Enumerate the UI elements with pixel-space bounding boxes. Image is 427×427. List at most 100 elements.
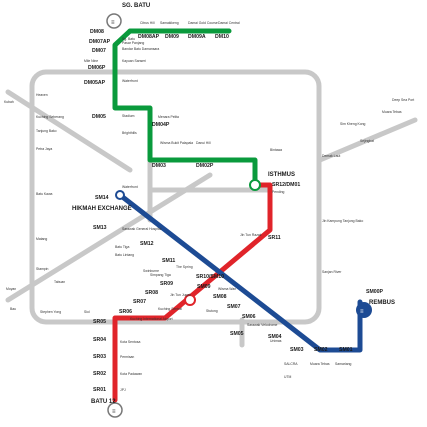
terminal-circle-north (106, 13, 122, 29)
station-permisan: Permisan (120, 355, 134, 359)
red-line (112, 182, 273, 403)
station-brighthills: Brighthills (122, 131, 137, 135)
grey-network (5, 69, 418, 348)
code-dm05ap: DM05AP (84, 80, 106, 86)
code-sr07: SR07 (133, 299, 146, 305)
station-waterfront-green: Waterfront (122, 79, 138, 83)
station-mile-nine: Mile Nine (84, 59, 98, 63)
station-kuching-seberang: Kuching Seberang (36, 115, 64, 119)
code-sm06: SM06 (242, 314, 256, 320)
station-sim-kheng-kong: Sim Kheng Kong (340, 122, 366, 126)
interchange-hikmah (115, 190, 125, 200)
spoke-sw (5, 172, 213, 303)
station-damai-central: Damai Central (218, 21, 240, 25)
code-sm02: SM02 (314, 347, 328, 353)
station-bau: Bau (10, 307, 16, 311)
station-sg-batu: Sg. Batu (122, 37, 135, 41)
station-samariang: Samariang (335, 362, 352, 366)
station-citrus-hill: Citrus Hill (140, 21, 155, 25)
station-muara-tebas: Muara Tebas (310, 362, 330, 366)
blue-code-labels: SM14 SM13 SM12 SM11 SM09 SM08 SM07 SM06 … (93, 195, 384, 353)
code-dm06p: DM06P (88, 65, 106, 71)
terminal-sg-batu: ≡ SG. BATU (106, 3, 150, 29)
station-stutong: Stutong (206, 309, 218, 313)
rail-icon: ≡ (111, 20, 115, 26)
station-kampung-tanjung-bako: Jln Kampung Tanjung Bako (322, 219, 363, 223)
code-dm07: DM07 (92, 48, 106, 54)
code-sm14: SM14 (95, 195, 109, 201)
station-jln-tun-jugah: Jln Tun Jugah (170, 293, 191, 297)
station-stampin: Stampin (36, 267, 49, 271)
code-dm09a: DM09A (188, 34, 206, 40)
code-sm13: SM13 (93, 225, 107, 231)
code-sm12: SM12 (140, 241, 154, 247)
station-batu-lintang: Batu Lintang (115, 253, 134, 257)
station-kayuan: Kayuan Sanseri (122, 59, 146, 63)
isthmus-label: ISTHMUS (268, 172, 295, 178)
code-dm10: DM10 (215, 34, 229, 40)
spoke-nw (5, 89, 133, 173)
code-dm09: DM09 (165, 34, 179, 40)
station-petra-jaya: Petra Jaya (36, 147, 52, 151)
station-sejingkat: Sejingkat (360, 139, 374, 143)
code-sm11: SM11 (162, 258, 175, 264)
station-kubah: Kubah (4, 100, 14, 104)
station-utm: UTM (284, 375, 292, 379)
outer-loop-line (29, 69, 322, 325)
code-dm05: DM05 (92, 114, 106, 120)
station-velodrome: Sarawak Velodrome (247, 323, 277, 327)
code-sr10: SR10/SM10 (196, 274, 224, 280)
code-sm08: SM08 (213, 294, 227, 300)
code-dm07ap: DM07AP (89, 39, 111, 45)
station-salcra: SALCRA (284, 362, 298, 366)
station-tanjung-bako: Tanjung Bako (36, 129, 57, 133)
terminal-north-label: SG. BATU (122, 3, 150, 9)
code-dm08: DM08 (90, 29, 104, 35)
station-wisma-wan: Wisma Wan (218, 287, 236, 291)
red-station-names: Pending Jln Tun Razak Simpang Tiga Jln T… (120, 190, 285, 392)
station-swinburne: Swinburne (143, 269, 159, 273)
station-simpang-tiga: Simpang Tiga (150, 273, 171, 277)
code-sr12: SR12/DM01 (272, 182, 300, 188)
station-muara-tebas-loop: Muara Tebas (382, 110, 402, 114)
station-the-spring: The Spring (176, 265, 193, 269)
station-pending: Pending (272, 190, 285, 194)
station-moyan: Moyan (6, 287, 16, 291)
station-unimas: Unimas (270, 339, 282, 343)
terminal-east-label: REMBUS (369, 300, 395, 306)
station-batu-kawa: Batu Kawa (36, 192, 53, 196)
green-code-labels: DM08AP DM09 DM09A DM10 DM08 DM07AP DM07 … (84, 29, 229, 169)
code-sr05: SR05 (93, 319, 106, 325)
terminal-rembus: ≡ REMBUS (356, 300, 395, 318)
green-station-names: Citrus Hill Samakikeng Damai Gold Course… (122, 21, 240, 145)
code-dm08ap: DM08AP (138, 34, 160, 40)
code-sr04: SR04 (93, 337, 106, 343)
station-damai-gold: Damai Gold Course (188, 21, 218, 25)
station-stadium: Stadium (122, 114, 135, 118)
hikmah-label: HIKMAH EXCHANGE (72, 206, 132, 212)
code-sm07: SM07 (227, 304, 241, 310)
interchange-sr10 (184, 294, 196, 306)
station-tabuan: Tabuan (54, 280, 65, 284)
station-sgh: Sarawak General Hospital (122, 227, 162, 231)
code-dm04p: DM04P (152, 122, 170, 128)
loop-station-names: Demak Laut Deep Sea Port Muara Tebas Sej… (4, 59, 414, 314)
code-sm05: SM05 (230, 331, 244, 337)
red-code-labels: SR12/DM01 SR11 SR10/SM10 SR09 SR08 SR07 … (93, 182, 300, 393)
terminal-south-label: BATU 12 (91, 399, 116, 405)
station-waterfront-blue: Waterfront (122, 185, 138, 189)
blue-line (117, 192, 363, 353)
terminal-circle-south (107, 402, 123, 418)
station-airport: Kuching International Airport (130, 317, 173, 321)
station-samakikeng: Samakikeng (160, 21, 179, 25)
station-pasar-panjang: Pasar Panjang (122, 41, 144, 45)
code-sr01: SR01 (93, 387, 106, 393)
code-sm01: SM01 (339, 347, 353, 353)
station-siol: Siol (84, 310, 90, 314)
code-sr03: SR03 (93, 354, 106, 360)
terminal-batu-12: ≡ BATU 12 (91, 399, 123, 418)
code-sm03: SM03 (290, 347, 304, 353)
interchange-dm12 (249, 179, 261, 191)
code-dm02p: DM02P (196, 163, 214, 169)
